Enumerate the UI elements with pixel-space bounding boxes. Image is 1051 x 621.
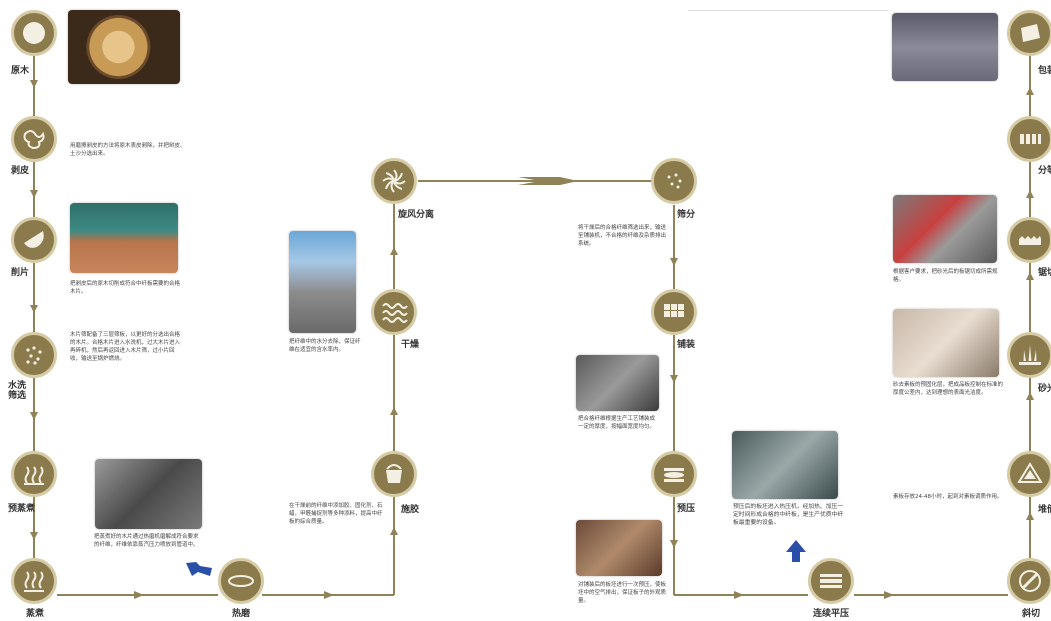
dry-node[interactable] — [371, 289, 417, 335]
flat-press-icon — [820, 574, 842, 588]
raw-wood-label: 原木 — [11, 66, 30, 76]
log-photo — [68, 10, 180, 84]
hotpress-photo — [732, 431, 838, 499]
chip-icon — [24, 231, 44, 248]
debark-label: 剥皮 — [11, 166, 30, 176]
pointer-arrow-2 — [786, 540, 806, 562]
sand-desc: 砂去素板的预固化层，把成品板控制在标准的厚度公差内，达到理想的表面光洁度。 — [893, 382, 1004, 396]
bark-icon — [23, 130, 45, 150]
form-label: 铺装 — [677, 340, 696, 350]
glue-label: 施胶 — [401, 505, 420, 515]
teeth-icon — [1019, 236, 1041, 245]
chip-node[interactable] — [11, 217, 57, 263]
screen-desc: 将干燥后的合格纤维筛选出来，输送至铺装机，不合格的纤维及杂质排出系统。 — [578, 225, 667, 247]
refiner-photo — [95, 459, 202, 529]
screen-node[interactable] — [651, 158, 697, 204]
screen-label: 筛分 — [677, 210, 696, 220]
debark-node[interactable] — [11, 116, 57, 162]
glue-node[interactable] — [371, 451, 417, 497]
press-icon — [664, 468, 684, 482]
dry-desc: 把纤维中的水分去除，保证纤维在适宜的含水率内。 — [289, 339, 361, 353]
cyclone-label: 旋风分离 — [398, 210, 435, 220]
cyclone-icon — [382, 169, 406, 193]
wash-node[interactable] — [11, 332, 57, 378]
steam-icon — [24, 571, 44, 592]
cyclone-node[interactable] — [371, 158, 417, 204]
presteam-label: 预蒸煮 — [8, 504, 36, 514]
forming-line-photo — [576, 355, 659, 411]
dryer-tower-photo — [289, 231, 356, 333]
chip-desc: 把剥皮后的原木切削成符合中纤板需要的合格木片。 — [70, 281, 181, 295]
top-divider — [688, 10, 888, 11]
hotpress-label: 连续平压 — [813, 609, 850, 619]
trim-desc: 根据客户要求，把砂光后的板锯切成所需规格。 — [893, 269, 998, 283]
debark-desc: 用磨擦剥皮的方法将原木表皮剥除，并把树皮、土沙分选出来。 — [70, 143, 186, 157]
refine-desc: 把蒸煮好的木片通过热磨机磨解成符合要求的纤维，纤维依靠蒸汽压力喷放到管道中。 — [94, 534, 199, 548]
raw-wood-node[interactable] — [11, 10, 57, 56]
trim-node[interactable] — [1007, 217, 1051, 263]
dots-icon — [667, 173, 682, 189]
grid-icon — [664, 304, 684, 317]
chip-label: 削片 — [11, 268, 30, 278]
saw-icon — [1019, 570, 1041, 592]
prepress-photo — [576, 520, 662, 576]
sand-label: 砂光 — [1038, 384, 1051, 394]
cut-node[interactable] — [1007, 558, 1051, 604]
disc-icon — [228, 575, 254, 587]
cool-desc: 素板存放24-48小时，起到对素板调质作用。 — [893, 494, 1003, 500]
steam-label: 蒸煮 — [26, 609, 45, 619]
log-icon — [23, 22, 45, 44]
pack-label: 包装 — [1038, 66, 1051, 76]
form-node[interactable] — [651, 289, 697, 335]
hotpress-desc: 预压后的板坯进入热压机，经加热、加压一定时间形成合格的中纤板，是生产优质中纤板最… — [733, 504, 844, 526]
pack-node[interactable] — [1007, 10, 1051, 56]
cool-node[interactable] — [1007, 451, 1051, 497]
wave-icon — [382, 303, 408, 323]
cut-label: 斜切 — [1022, 609, 1041, 619]
trim-label: 锯切 — [1038, 268, 1051, 278]
refine-node[interactable] — [218, 558, 264, 604]
prepress-label: 预压 — [677, 504, 696, 514]
warehouse-photo — [892, 13, 998, 81]
bucket-icon — [386, 464, 402, 483]
dry-label: 干燥 — [401, 340, 420, 350]
pointer-arrow-1 — [186, 562, 212, 576]
grade-node[interactable] — [1007, 116, 1051, 162]
steam-node[interactable] — [11, 558, 57, 604]
stack-icon — [1017, 462, 1043, 483]
wash-icon — [26, 346, 42, 365]
cool-label: 堆储 — [1038, 505, 1051, 515]
prepress-node[interactable] — [651, 451, 697, 497]
sander-photo — [893, 309, 999, 377]
presteam-node[interactable] — [11, 451, 57, 497]
grade-label: 分等 — [1038, 166, 1051, 176]
saw-line-photo — [893, 195, 997, 263]
form-desc: 把合格纤维根据生产工艺铺装成一定的厚度，按幅面宽度均匀。 — [578, 416, 656, 430]
chip-pile-photo — [70, 203, 178, 273]
wash-label: 水洗 筛选 — [8, 381, 27, 401]
package-icon — [1021, 24, 1040, 42]
prepress-desc: 对铺装后的板坯进行一次预压，使板坯中的空气排出，保证板子的外观质量。 — [578, 582, 667, 604]
sand-node[interactable] — [1007, 332, 1051, 378]
steam-icon — [24, 466, 44, 485]
bars-icon — [1020, 134, 1041, 144]
hotpress-node[interactable] — [808, 558, 854, 604]
sand-icon — [1019, 345, 1041, 365]
glue-desc: 在干燥前的纤维中添加胶、固化剂、石蜡，甲醛捕捉剂等多种添料，提高中纤板的综合质量… — [289, 503, 383, 525]
wash-desc: 木片筛配备了三层筛板，以更好的分选出合格的木片。合格木片进入水洗机，过大木片进入… — [70, 332, 181, 362]
refine-label: 热磨 — [232, 609, 251, 619]
